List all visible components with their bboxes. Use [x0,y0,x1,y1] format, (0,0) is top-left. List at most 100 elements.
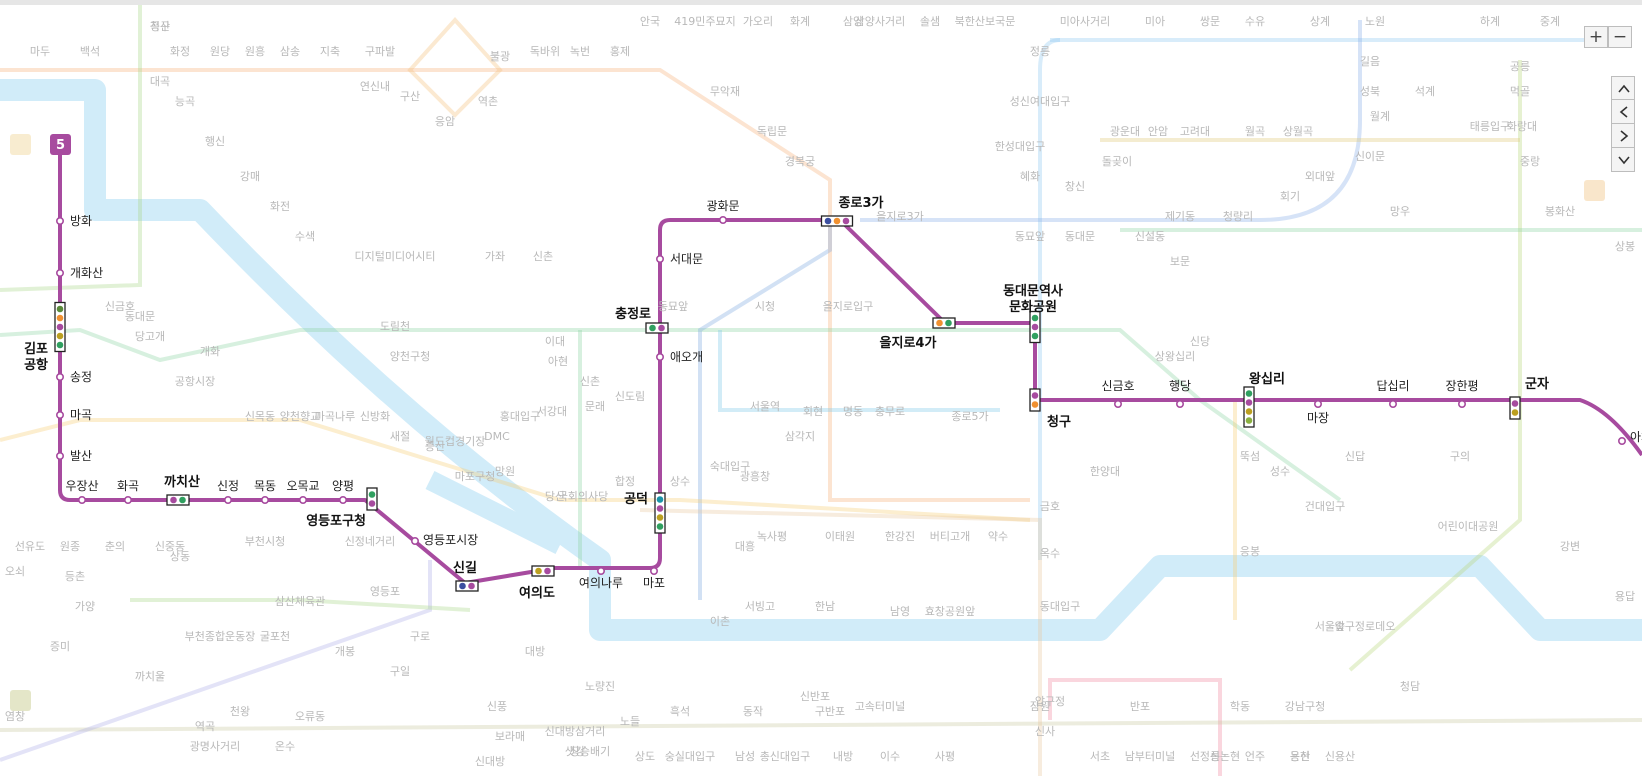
transfer-box [366,487,378,511]
pan-right-button[interactable] [1611,124,1635,148]
transfer-dot [368,500,376,507]
line5-route [58,155,1642,585]
station-22[interactable]: 충정로 [615,306,669,334]
bg-line-orange [0,68,1030,502]
bg-station-label: 419민주묘지 [674,15,735,28]
bg-station-label: 건대입구 [1305,500,1345,513]
station-33[interactable]: 답십리 [1376,379,1410,408]
station-10[interactable]: 신정 [217,479,239,504]
station-9[interactable]: 까치산 [164,474,200,506]
station-label: 송정 [70,370,92,384]
transfer-dot [535,567,542,575]
bg-station-label: 망원 [495,465,515,478]
bg-station-label: 원흥 [245,44,265,58]
station-dot [1618,436,1627,445]
station-label: 청구 [1047,414,1071,430]
bg-station-label: 고속터미널 [855,700,906,713]
station-21[interactable]: 애오개 [655,350,703,364]
bg-station-label: DMC [484,430,510,443]
bg-station-label: 한양대 [1090,465,1120,478]
station-18[interactable]: 여의나루 [579,566,623,590]
bg-line-orange-b [407,17,503,118]
station-2[interactable]: 개화산 [55,266,103,280]
pan-up-button[interactable] [1611,76,1635,100]
transfer-dot [936,319,943,327]
bg-station-label: 을지로입구 [823,300,874,313]
station-19[interactable]: 마포 [643,566,665,590]
bg-station-label: 성북 [1360,85,1380,98]
bg-station-label: 서빙고 [745,600,775,613]
transfer-dot [179,496,186,504]
transfer-dot [56,314,64,322]
station-17[interactable]: 여의도 [519,565,555,601]
bg-station-label: 미아 [1145,15,1165,28]
station-32[interactable]: 마장 [1307,399,1329,425]
bg-station-label: 광운대 [1110,125,1140,138]
station-29[interactable]: 신금호 [1101,379,1135,408]
station-20[interactable]: 공덕 [624,491,666,534]
transfer-dot [1245,408,1253,415]
bg-station-label: 총신대입구 [760,750,811,763]
bg-station-label: 당고개 [135,330,165,343]
bg-station-label: 동대입구 [1040,600,1080,613]
station-11[interactable]: 목동 [254,479,276,504]
bg-station-label: 시청 [755,300,775,313]
station-13[interactable]: 양평 [332,479,354,504]
bg-line-lilac [0,560,432,762]
zoom-in-button[interactable]: + [1584,26,1608,48]
transfer-dot [468,582,475,590]
bg-station-label: 삼양 [843,15,863,28]
station-34[interactable]: 장한평 [1445,379,1479,408]
bg-station-label: 부천시청 [245,534,285,548]
station-14[interactable]: 영등포구청 [306,487,378,529]
station-12[interactable]: 오목교 [286,479,320,504]
station-35[interactable]: 군자 [1509,377,1549,420]
bg-station-label: 혜화 [1020,170,1040,183]
station-36[interactable]: 아차산 [1618,430,1642,445]
station-label: 영등포시장 [423,533,478,547]
station-5[interactable]: 마곡 [55,408,92,422]
station-26[interactable]: 을지로4가 [880,317,956,351]
transfer-box [531,565,555,577]
station-7[interactable]: 우장산 [65,479,99,504]
bg-station-label: 월계 [1370,110,1390,123]
bg-station-label: 연신내 [360,80,390,93]
station-23[interactable]: 서대문 [655,252,703,266]
bg-station-label: 신금호 [105,300,135,313]
pan-left-button[interactable] [1611,100,1635,124]
station-30[interactable]: 행당 [1169,378,1191,408]
transfer-dot [1031,314,1039,322]
station-16[interactable]: 신길 [453,561,479,592]
station-24[interactable]: 광화문 [706,199,740,225]
station-1[interactable]: 방화 [55,214,92,228]
bg-station-label: 노원 [1365,15,1385,28]
bg-station-label: 학동 [1230,700,1250,713]
station-4[interactable]: 송정 [55,370,92,384]
station-31[interactable]: 왕십리 [1243,371,1285,428]
zoom-out-button[interactable]: − [1608,26,1632,48]
bg-station-label: 염창 [5,710,25,723]
bg-station-label: 성신여대입구 [1010,95,1071,108]
transfer-dot [1031,401,1039,408]
bg-station-label: 구산 [400,90,420,103]
transfer-dot [1031,332,1039,340]
bg-station-label: 청구 [150,20,170,33]
bg-station-label: 가좌 [485,250,505,263]
station-8[interactable]: 화곡 [117,479,139,504]
station-25[interactable]: 종로3가 [820,196,884,227]
pan-down-button[interactable] [1611,148,1635,172]
station-28[interactable]: 청구 [1029,388,1071,430]
bg-station-label: 석계 [1415,85,1435,98]
bg-station-label: 상왕십리 [1155,350,1195,363]
station-15[interactable]: 영등포시장 [410,533,478,547]
bg-station-label: 홍제 [610,44,630,58]
bg-station-label: 삼각지 [785,430,815,443]
bg-station-label: 행신 [205,135,225,148]
bg-station-label: 효창공원앞 [925,605,976,618]
bg-station-label: 회기 [1280,190,1300,203]
transfer-dot [1511,409,1519,416]
station-6[interactable]: 발산 [55,449,92,463]
